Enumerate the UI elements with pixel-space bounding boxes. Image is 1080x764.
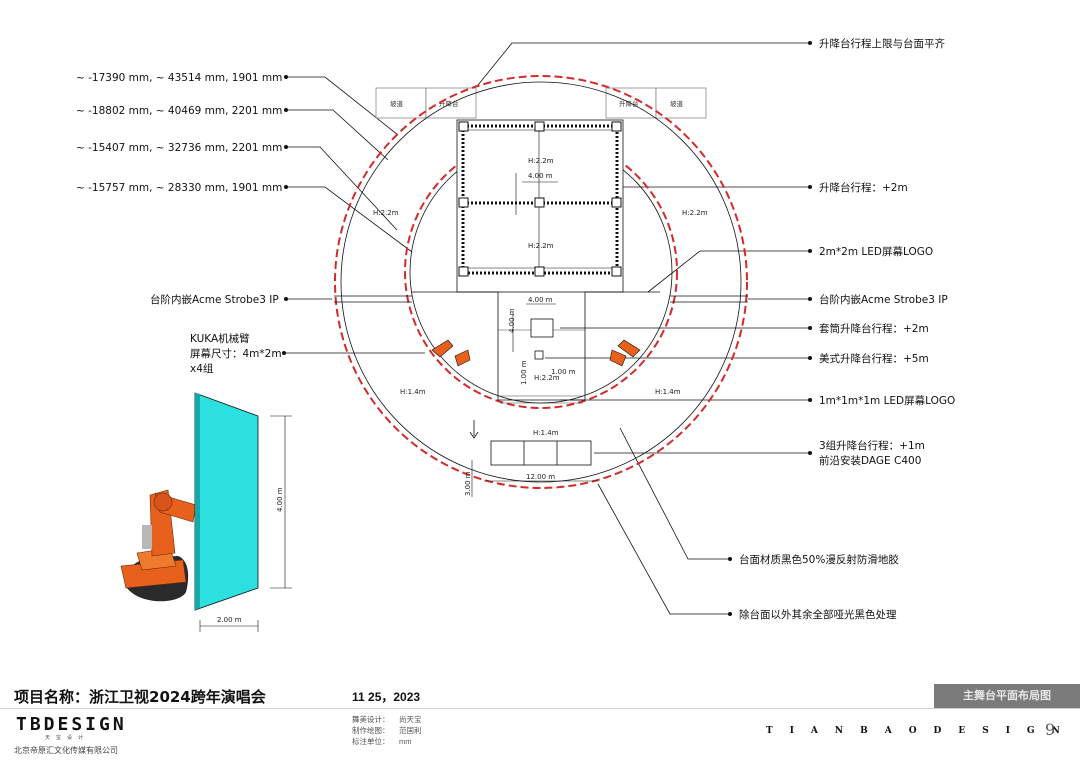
- w100-vert: 1.00 m: [520, 360, 528, 385]
- left-leader-lines: [284, 76, 425, 354]
- h14-left: H:1.4m: [400, 388, 426, 396]
- strobe-left-text: 台阶内嵌Acme Strobe3 IP: [150, 293, 279, 306]
- led-1m-text: 1m*1m*1m LED屏幕LOGO: [819, 394, 955, 407]
- led-screen-illustration: 4.00 m 2.00 m: [194, 392, 292, 632]
- top-ramps: 坡道 升降台 升降台 坡道: [375, 87, 707, 119]
- right-leader-lines: [477, 42, 810, 615]
- ramp-right-label: 坡道: [670, 99, 684, 108]
- h14-front: H:1.4m: [533, 429, 559, 437]
- h22-runway: H:2.2m: [534, 374, 560, 382]
- lift-travel-text: 升降台行程：+2m: [819, 181, 908, 194]
- robot-arm-plan-symbols: [431, 339, 641, 367]
- credit-row: 标注单位：mm: [352, 737, 412, 746]
- led-2m-text: 2m*2m LED屏幕LOGO: [819, 245, 933, 258]
- lift-3-groups-text: 3组升降台行程：+1m: [819, 439, 925, 452]
- strobe-right-text: 台阶内嵌Acme Strobe3 IP: [819, 293, 948, 306]
- lift-right-label: 升降台: [619, 99, 639, 108]
- h22-left: H:2.2m: [373, 209, 399, 217]
- surface-material-text: 台面材质黑色50%漫反射防滑地胶: [739, 553, 899, 566]
- project-title: 项目名称：浙江卫视2024跨年演唱会: [14, 688, 266, 706]
- credit-row: 舞美设计：尚天宝: [352, 715, 422, 724]
- lift-upper-limit-text: 升降台行程上限与台面平齐: [819, 37, 945, 50]
- h22-mid: H:2.2m: [528, 242, 554, 250]
- lift-left-label: 升降台: [439, 99, 459, 108]
- telescopic-lift-box: [530, 318, 554, 338]
- page-number: 9: [1045, 720, 1056, 739]
- credit-row: 制作绘图：范国利: [352, 726, 422, 735]
- coord-1-text: ~ -17390 mm, ~ 43514 mm, 1901 mm: [76, 72, 282, 84]
- brand-wordmark: TIANBAODESIGN: [766, 726, 1077, 736]
- w100-runway: 1.00 m: [551, 368, 576, 376]
- w1200: 12.00 m: [526, 473, 555, 481]
- screen-height-label: 4.00 m: [276, 487, 284, 512]
- credits-block: 舞美设计：尚天宝 制作绘图：范国利 标注单位：mm: [352, 714, 492, 747]
- right-annotations: 升降台行程上限与台面平齐 升降台行程：+2m 2m*2m LED屏幕LOGO 台…: [739, 37, 955, 621]
- matte-black-text: 除台面以外其余全部哑光黑色处理: [739, 608, 897, 621]
- left-annotations: ~ -17390 mm, ~ 43514 mm, 1901 mm ~ -1880…: [76, 72, 282, 375]
- h14-right: H:1.4m: [655, 388, 681, 396]
- tbdesign-logo: TBDESIGN: [16, 714, 127, 735]
- w400-top: 4.00 m: [528, 172, 553, 180]
- sheet-title: 主舞台平面布局图: [934, 684, 1080, 708]
- coord-4-text: ~ -15757 mm, ~ 28330 mm, 1901 mm: [76, 182, 282, 194]
- dage-text: 前沿安装DAGE C400: [819, 454, 921, 467]
- coord-2-text: ~ -18802 mm, ~ 40469 mm, 2201 mm: [76, 105, 282, 117]
- dimension-labels: H:2.2m 4.00 m H:2.2m H:2.2m H:2.2m 4.00 …: [373, 157, 708, 496]
- stage-outline: [334, 291, 748, 404]
- kuka-robot-illustration: [120, 489, 197, 602]
- company-name: 北京帝原汇文化传媒有限公司: [14, 746, 118, 755]
- h400-runway: 4.00 m: [508, 308, 516, 333]
- robot-note-1: KUKA机械臂: [190, 332, 250, 345]
- front-lift-group: [469, 420, 598, 497]
- us-lift-text: 美式升降台行程：+5m: [819, 352, 929, 365]
- w400-runway: 4.00 m: [528, 296, 553, 304]
- robot-note-2: 屏幕尺寸：4m*2m: [190, 347, 282, 360]
- logo-subtitle: 天宝设计: [45, 735, 90, 741]
- robot-note-3: x4组: [190, 362, 214, 375]
- project-date: 11 25，2023: [352, 690, 421, 704]
- d300: 3.00 m: [464, 471, 472, 496]
- h22-top: H:2.2m: [528, 157, 554, 165]
- us-lift-box: [534, 350, 544, 360]
- coord-3-text: ~ -15407 mm, ~ 32736 mm, 2201 mm: [76, 142, 282, 154]
- ramp-left-label: 坡道: [390, 99, 404, 108]
- stage-plan: 坡道 升降台 升降台 坡道: [76, 37, 955, 632]
- telescopic-lift-text: 套筒升降台行程：+2m: [819, 322, 929, 335]
- h22-right: H:2.2m: [682, 209, 708, 217]
- screen-width-label: 2.00 m: [217, 616, 242, 624]
- footer-divider: [0, 708, 1080, 709]
